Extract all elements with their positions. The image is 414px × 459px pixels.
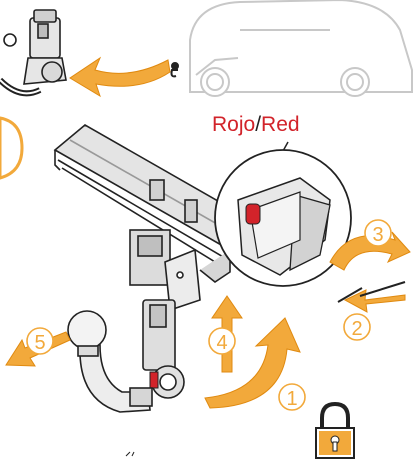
svg-text:4: 4 <box>216 332 227 354</box>
step-3-badge: 3 <box>365 220 391 246</box>
tow-ball <box>68 311 106 349</box>
svg-text:2: 2 <box>351 318 362 340</box>
svg-text:3: 3 <box>372 224 383 246</box>
hitch-closeup-top <box>0 10 66 93</box>
red-indicator-icon <box>246 204 260 224</box>
position-mark-2 <box>360 282 405 296</box>
label-red: Red <box>261 113 300 136</box>
padlock-icon <box>316 404 354 458</box>
arrow-car-to-hitch <box>70 58 170 96</box>
label-rojo: Rojo <box>212 113 255 136</box>
hitch-mount-point-icon <box>172 63 179 76</box>
svg-text:5: 5 <box>34 332 45 354</box>
svg-text:1: 1 <box>286 388 297 410</box>
car-silhouette <box>190 0 412 96</box>
partial-step-circle <box>0 118 22 178</box>
step-4-badge: 4 <box>209 328 235 354</box>
step-5-badge: 5 <box>27 328 53 354</box>
tow-ball-assembly <box>68 300 184 412</box>
step-1-badge: 1 <box>279 384 305 410</box>
color-label: Rojo/Red <box>212 113 300 136</box>
lock-detail-magnifier <box>215 150 351 286</box>
bottom-tick-mark <box>126 452 134 456</box>
step-2-badge: 2 <box>344 314 370 340</box>
